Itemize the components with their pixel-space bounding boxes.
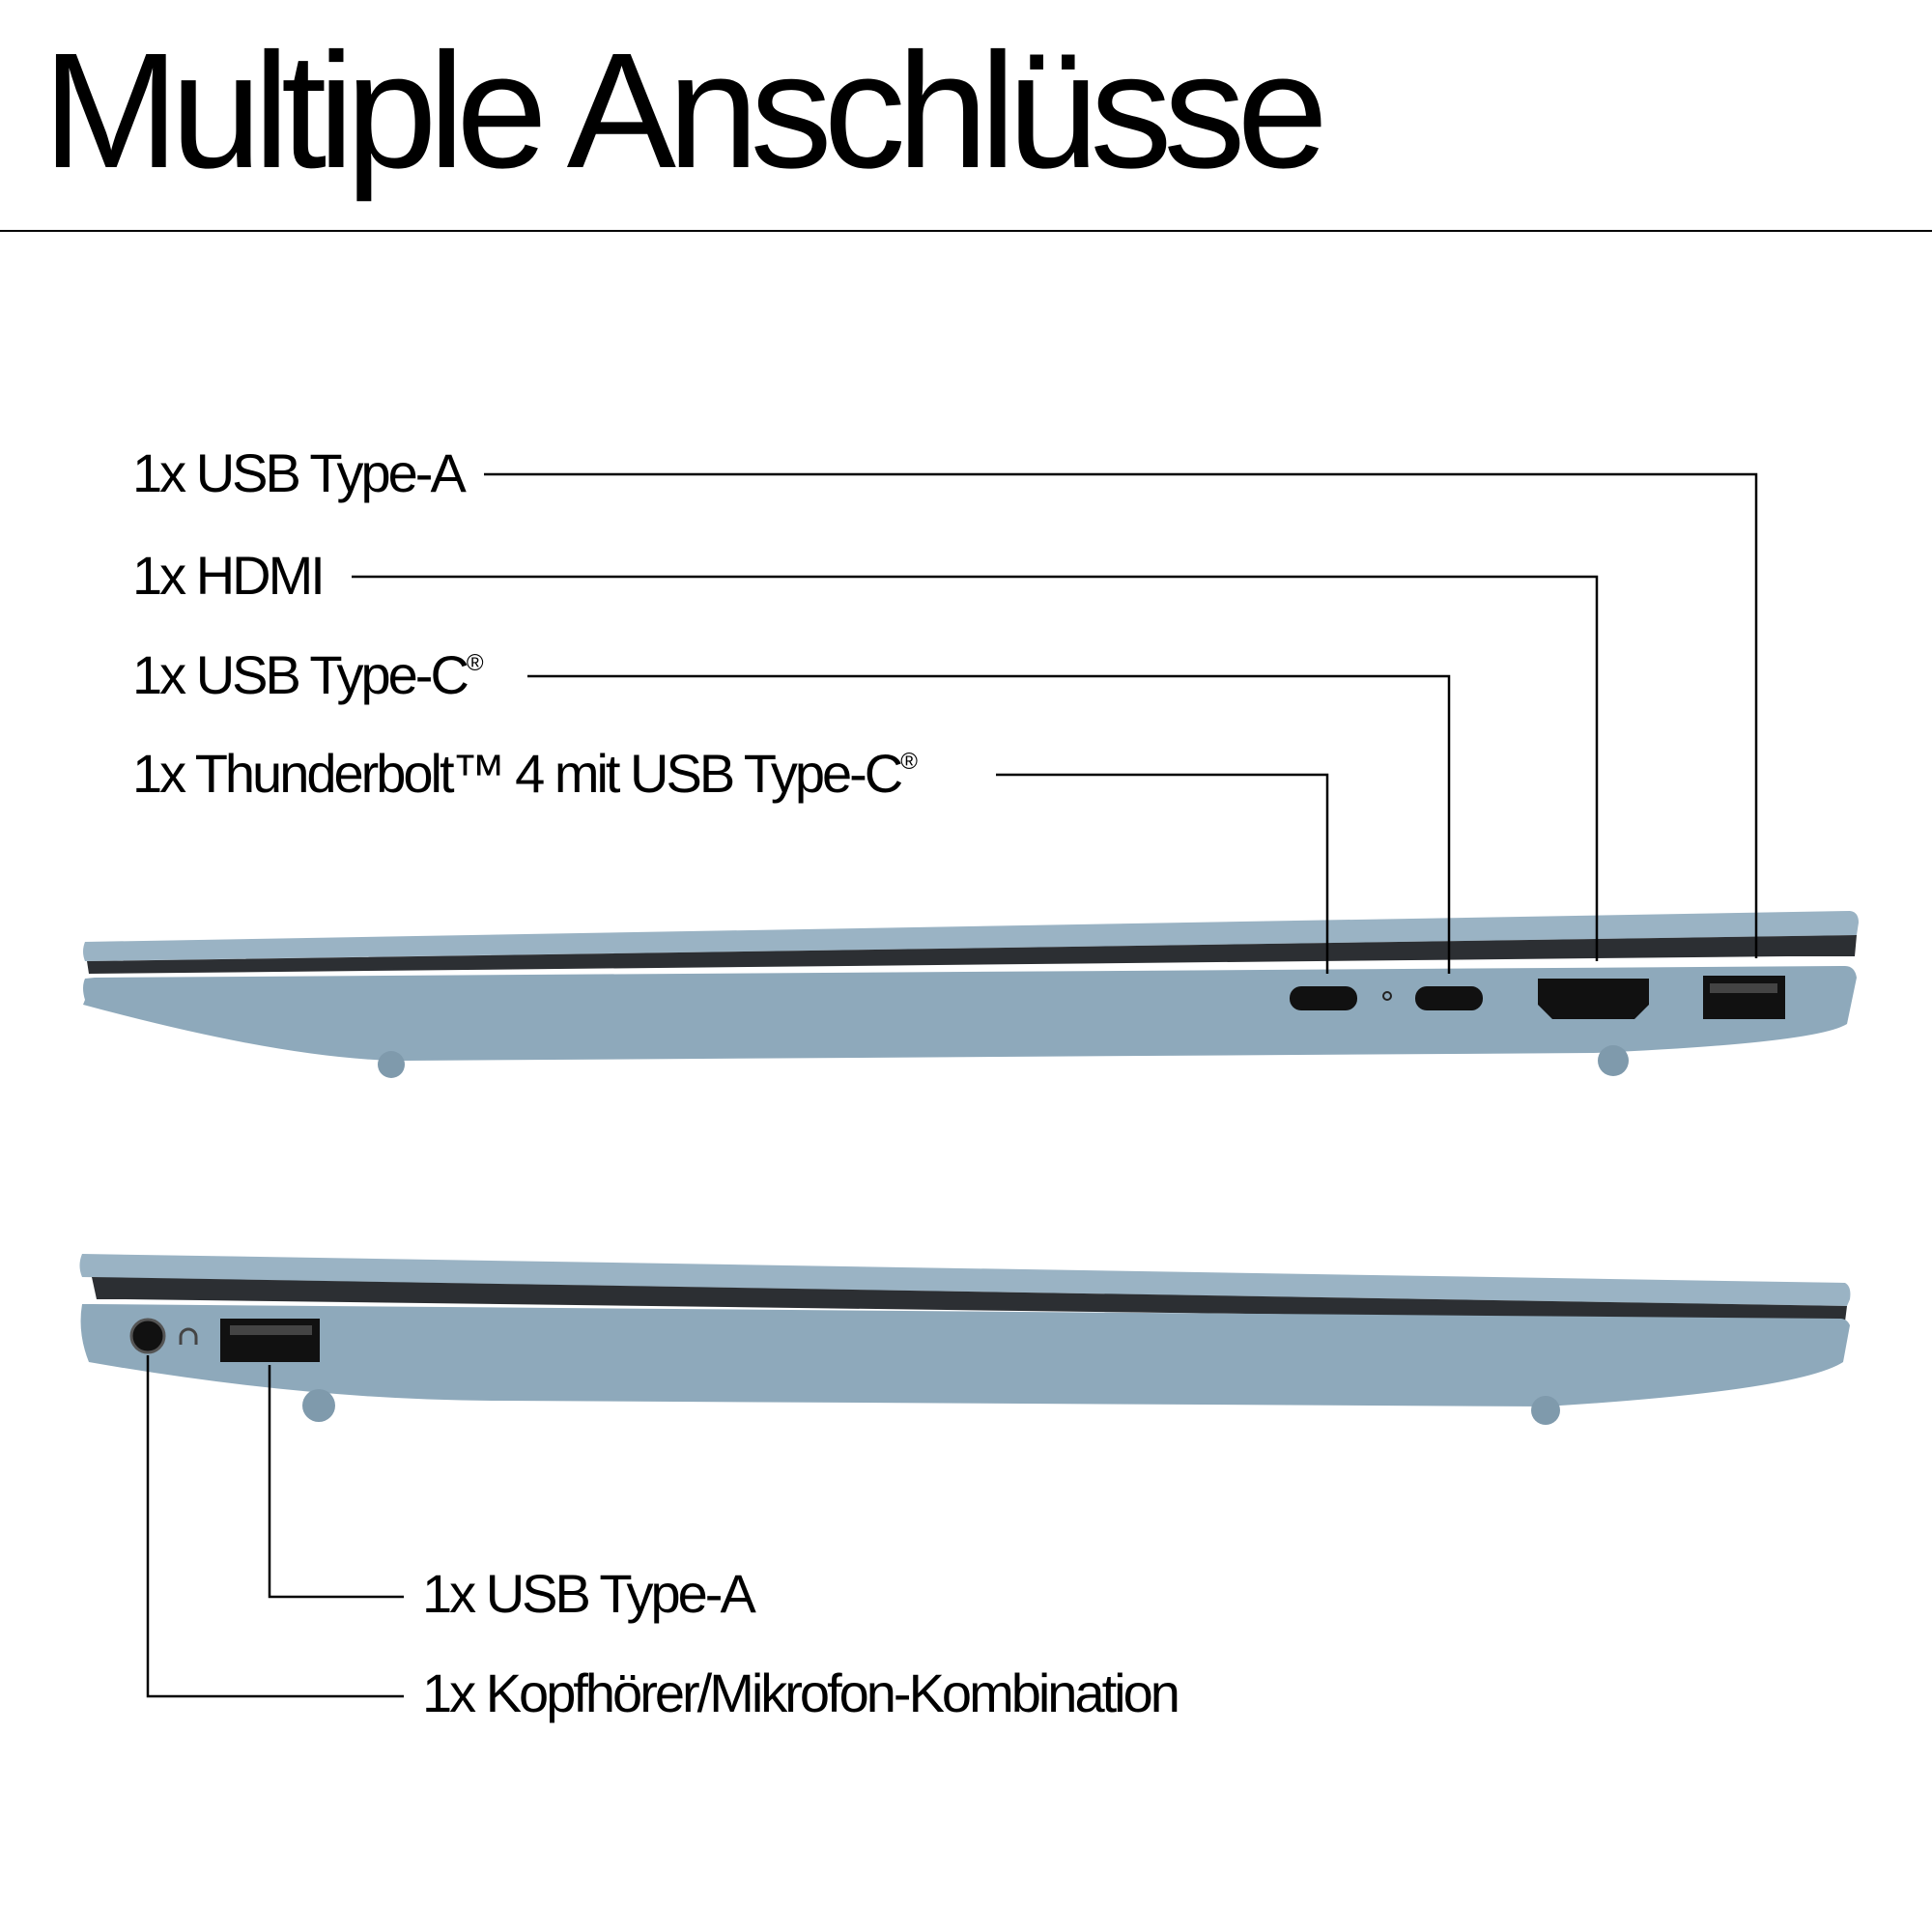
audio-jack [129, 1318, 166, 1354]
usb-a-port-left [220, 1319, 320, 1362]
leader-audio [146, 1355, 404, 1698]
label-hdmi: 1x HDMI [132, 545, 326, 606]
leader-usb-c [527, 674, 1451, 974]
label-thunderbolt: 1x Thunderbolt™ 4 mit USB Type-C® [132, 743, 918, 804]
hdmi-port [1538, 979, 1649, 1019]
leader-usb-a-right [484, 472, 1758, 958]
leader-thunderbolt [996, 773, 1329, 974]
leader-hdmi [352, 575, 1599, 961]
headset-icon [179, 1327, 198, 1345]
leader-usb-a-left [268, 1365, 404, 1599]
label-audio-combo: 1x Kopfhörer/Mikrofon-Kombination [422, 1662, 1180, 1723]
leader-lines [146, 472, 1758, 1698]
title-divider [0, 230, 1932, 232]
label-usb-a-right: 1x USB Type-A [132, 442, 467, 503]
charging-led [1382, 991, 1392, 1001]
page-title: Multiple Anschlüsse [43, 19, 1328, 203]
thunderbolt-usb-c-port [1290, 986, 1357, 1010]
usb-a-port-right [1703, 976, 1785, 1019]
usb-c-port [1415, 986, 1483, 1010]
label-usb-a-left: 1x USB Type-A [422, 1563, 756, 1624]
laptop-left-side [79, 1254, 1851, 1425]
label-usb-c: 1x USB Type-C® [132, 644, 484, 705]
laptop-right-side [83, 911, 1859, 1078]
